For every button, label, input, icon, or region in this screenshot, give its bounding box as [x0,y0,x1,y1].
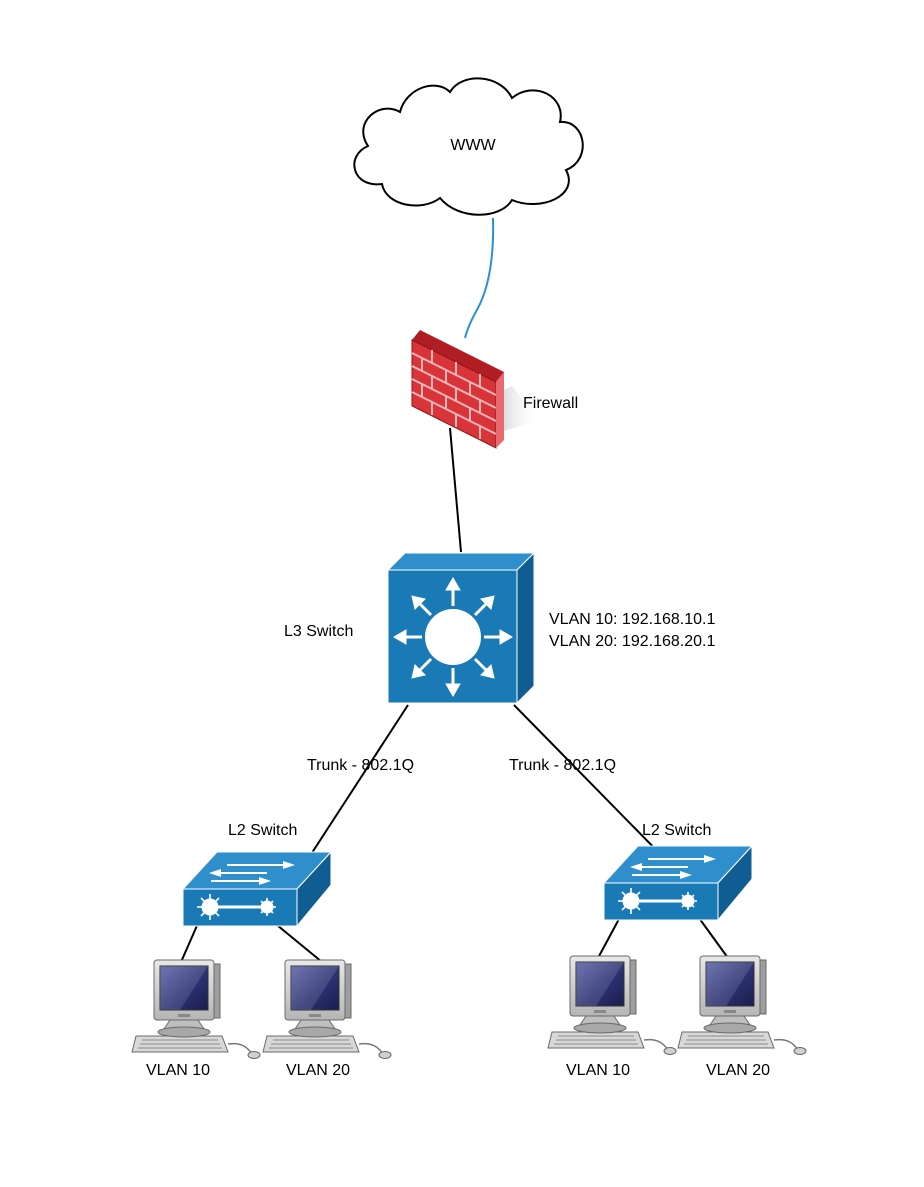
desktop-computer-icon [677,955,807,1056]
l2-switch-label-left: L2 Switch [228,822,297,839]
host-label-right-vlan20: VLAN 20 [706,1062,770,1079]
l3-switch-vlan20-ip: VLAN 20: 192.168.20.1 [549,633,715,650]
trunk-link-right [513,704,669,863]
host-label-left-vlan10: VLAN 10 [146,1062,210,1079]
host-label-left-vlan20: VLAN 20 [286,1062,350,1079]
cloud-firewall-link [464,217,495,339]
host-label-right-vlan10: VLAN 10 [566,1062,630,1079]
workgroup-switch-icon [602,844,754,922]
brick-wall-firewall-icon [411,330,540,449]
firewall-label: Firewall [523,395,578,412]
firewall-l3-link [449,427,462,553]
desktop-computer-icon [547,955,677,1056]
cloud-icon [353,77,584,216]
cloud-label: WWW [450,137,496,154]
l3-switch-label: L3 Switch [284,623,353,640]
trunk-label-right: Trunk - 802.1Q [509,757,616,774]
desktop-computer-icon [131,959,261,1060]
trunk-link-left [305,704,409,863]
multilayer-switch-icon [386,551,536,705]
desktop-computer-icon [262,959,392,1060]
workgroup-switch-icon [181,850,333,928]
l3-switch-vlan10-ip: VLAN 10: 192.168.10.1 [549,611,715,628]
l2-switch-label-right: L2 Switch [642,822,711,839]
trunk-label-left: Trunk - 802.1Q [307,757,414,774]
